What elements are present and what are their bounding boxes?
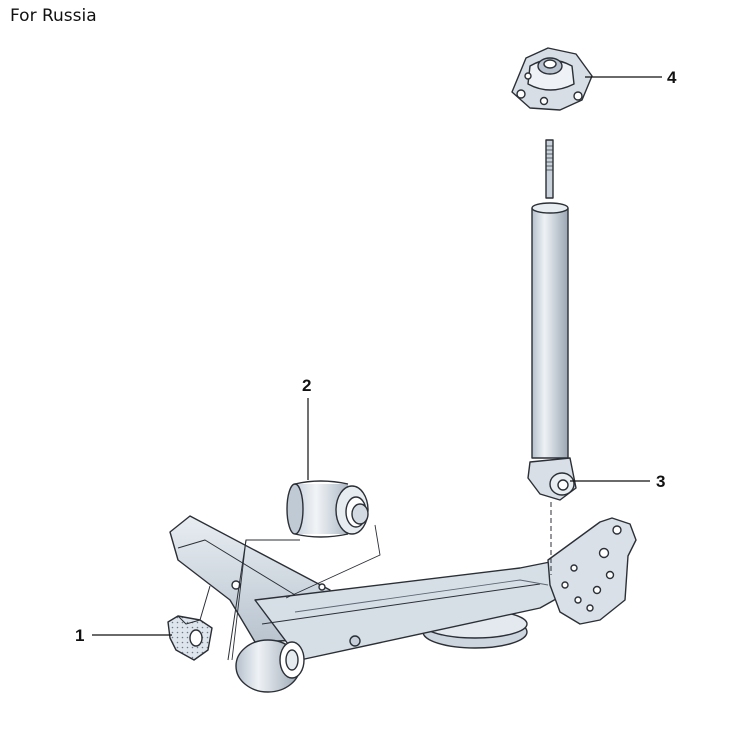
callout-3: 3 [570,472,665,491]
callout-4: 4 [585,68,677,87]
callout-2: 2 [302,376,311,480]
stabilizer-bushing [167,615,213,661]
assembly-line-2 [231,524,381,661]
callout-number-1: 1 [75,626,84,645]
shock-absorber [527,139,577,575]
rear-axle-beam [169,515,637,693]
diagram-title: For Russia [10,6,97,26]
callout-number-4: 4 [667,68,677,87]
axle-bushing [286,480,369,538]
callout-number-3: 3 [656,472,665,491]
callout-1: 1 [75,626,172,645]
strut-mount [511,47,593,111]
callout-number-2: 2 [302,376,311,395]
